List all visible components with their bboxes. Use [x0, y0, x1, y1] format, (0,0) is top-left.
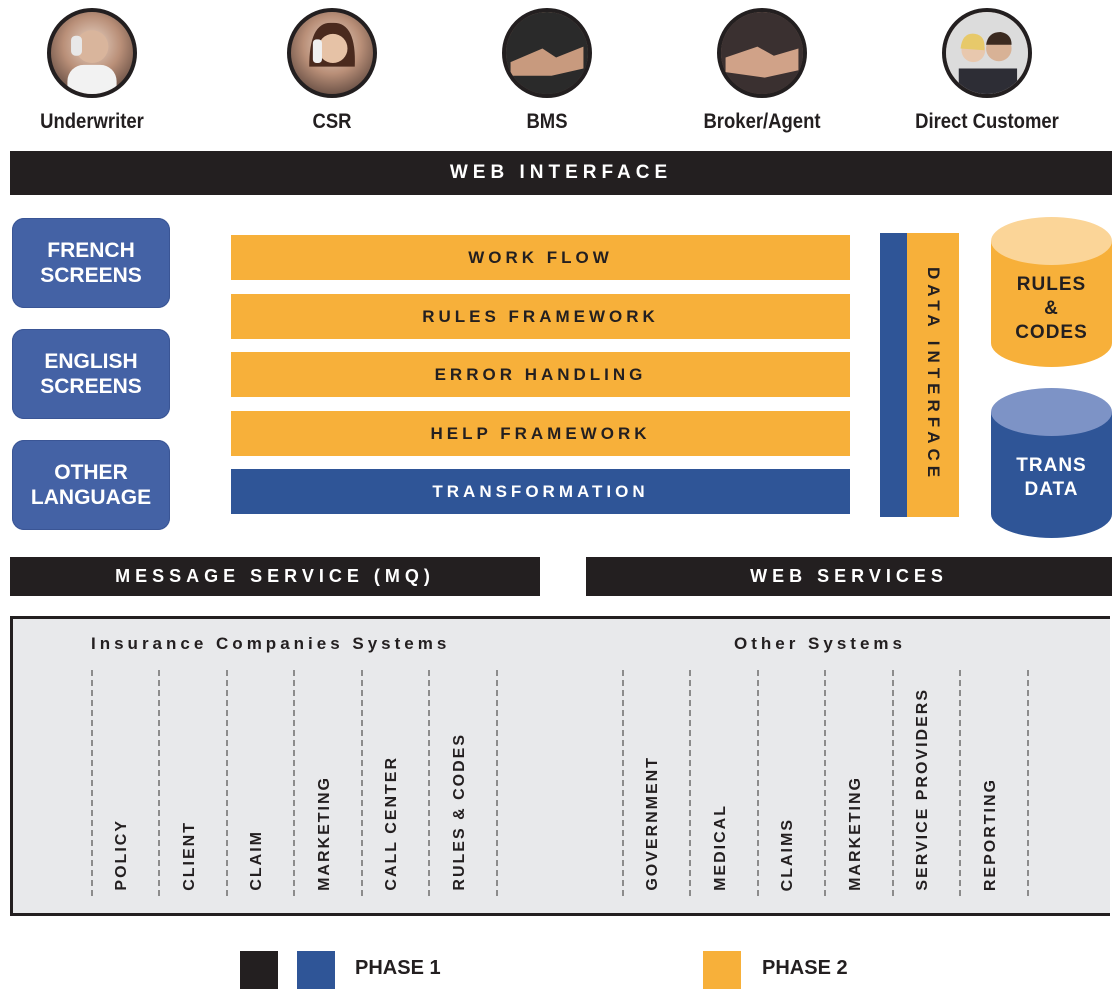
web-services-bar: WEB SERVICES [586, 557, 1112, 596]
system-rules-codes: RULES & CODES [451, 733, 468, 891]
systems-panel [10, 616, 1110, 916]
user-label: CSR [312, 110, 352, 133]
separator [158, 670, 160, 896]
separator [1027, 670, 1029, 896]
separator [428, 670, 430, 896]
separator [226, 670, 228, 896]
rules-codes-label: RULES & CODES [1015, 274, 1088, 343]
other-language-box: OTHER LANGUAGE [12, 440, 170, 530]
separator [689, 670, 691, 896]
user-label: Direct Customer [915, 110, 1059, 133]
data-interface-label: DATA INTERFACE [924, 267, 943, 483]
help-framework-layer: HELP FRAMEWORK [231, 411, 850, 456]
english-screens-box: ENGLISH SCREENS [12, 329, 170, 419]
underwriter-photo-icon [47, 8, 137, 98]
legend-phase2: PHASE 2 [762, 957, 848, 979]
handshake-photo-icon [502, 8, 592, 98]
user-label: Underwriter [40, 110, 144, 133]
message-service-bar: MESSAGE SERVICE (MQ) [10, 557, 540, 596]
legend-phase1: PHASE 1 [355, 957, 441, 979]
separator [892, 670, 894, 896]
system-marketing: MARKETING [316, 776, 333, 891]
separator [757, 670, 759, 896]
rules-codes-database-icon: RULES & CODES [991, 217, 1112, 367]
user-broker-agent: Broker/Agent [667, 8, 857, 138]
system-claim: CLAIM [248, 830, 265, 891]
system-client: CLIENT [181, 821, 198, 891]
other-systems-title: Other Systems [734, 634, 906, 653]
transformation-layer: TRANSFORMATION [231, 469, 850, 514]
error-handling-layer: ERROR HANDLING [231, 352, 850, 397]
system-policy: POLICY [113, 819, 130, 891]
user-label: BMS [526, 110, 568, 133]
user-underwriter: Underwriter [0, 8, 187, 138]
system-marketing-other: MARKETING [847, 776, 864, 891]
user-direct-customer: Direct Customer [892, 8, 1082, 138]
work-flow-layer: WORK FLOW [231, 235, 850, 280]
separator [496, 670, 498, 896]
legend-black-swatch [240, 951, 278, 989]
system-call-center: CALL CENTER [383, 756, 400, 891]
system-medical: MEDICAL [712, 804, 729, 891]
separator [361, 670, 363, 896]
trans-data-database-icon: TRANS DATA [991, 388, 1112, 538]
french-screens-box: FRENCH SCREENS [12, 218, 170, 308]
separator [91, 670, 93, 896]
csr-photo-icon [287, 8, 377, 98]
separator [824, 670, 826, 896]
user-csr: CSR [237, 8, 427, 138]
separator [293, 670, 295, 896]
handshake-photo-icon [717, 8, 807, 98]
insurance-systems-title: Insurance Companies Systems [91, 634, 451, 653]
data-interface-blue-strip [880, 233, 907, 517]
data-interface-orange-strip [907, 233, 959, 517]
couple-photo-icon [942, 8, 1032, 98]
separator [622, 670, 624, 896]
user-label: Broker/Agent [703, 110, 821, 133]
system-government: GOVERNMENT [644, 756, 661, 891]
separator [959, 670, 961, 896]
legend-blue-swatch [297, 951, 335, 989]
rules-framework-layer: RULES FRAMEWORK [231, 294, 850, 339]
legend-orange-swatch [703, 951, 741, 989]
system-reporting: REPORTING [982, 777, 999, 891]
system-claims: CLAIMS [779, 817, 796, 891]
web-interface-bar: WEB INTERFACE [10, 151, 1112, 195]
system-service-providers: SERVICE PROVIDERS [914, 688, 931, 891]
trans-data-label: TRANS DATA [1016, 455, 1087, 500]
user-bms: BMS [452, 8, 642, 138]
